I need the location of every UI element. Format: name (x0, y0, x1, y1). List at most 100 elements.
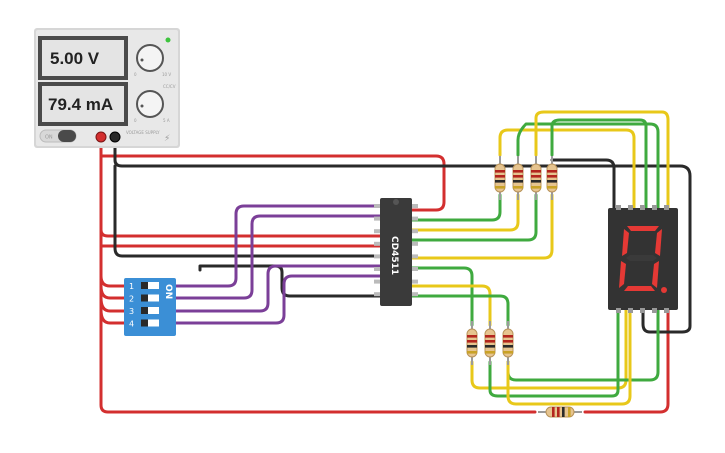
dip-number-1: 1 (129, 282, 134, 291)
wire-green-r7-display[interactable] (506, 306, 660, 382)
wire-green-ic-r3[interactable] (410, 193, 538, 242)
segment-e (619, 261, 626, 288)
display-pin-bottom[interactable] (616, 308, 621, 313)
wire-purple-2[interactable] (168, 214, 382, 300)
ic-pin-right[interactable] (411, 279, 418, 284)
wire-red-supply-to-ic[interactable] (99, 136, 446, 212)
wire-black-r4-display[interactable] (550, 158, 616, 212)
ic-body (380, 198, 412, 306)
ic-pin-left[interactable] (374, 241, 381, 246)
resistor-band (547, 175, 557, 178)
ic-pin-left[interactable] (374, 229, 381, 234)
ic-pins (374, 204, 418, 297)
wire-black-ic-pin8[interactable] (198, 264, 382, 298)
power-toggle-label: ON (45, 135, 53, 141)
positive-terminal[interactable] (95, 131, 107, 143)
resistor-upper-1[interactable] (494, 156, 506, 200)
wire-yellow-r5-display[interactable] (470, 306, 628, 390)
current-knob[interactable] (136, 90, 164, 118)
resistor-lower-1[interactable] (466, 321, 478, 365)
wire-green-ic-r5[interactable] (410, 266, 474, 327)
segment-d (624, 286, 655, 291)
display-pin-top[interactable] (652, 205, 657, 210)
status-led-icon (165, 37, 171, 43)
wire-green-ic-r1[interactable] (410, 193, 502, 222)
current-display-screen (42, 86, 124, 122)
ic-pin-right[interactable] (411, 229, 418, 234)
ic-pin-left[interactable] (374, 216, 381, 221)
ic-pin-right[interactable] (411, 267, 418, 271)
wire-yellow-ic-r2[interactable] (410, 193, 520, 232)
wire-yellow-ic-r6[interactable] (410, 284, 492, 327)
ic-pin-right[interactable] (411, 204, 418, 208)
resistor-current-limit[interactable] (538, 406, 582, 418)
ic-pin-right[interactable] (411, 241, 418, 246)
segment-a (627, 226, 659, 231)
resistor-lower-2[interactable] (484, 321, 496, 365)
wire-red-ic-pin3[interactable] (99, 228, 382, 238)
wire-red-dip2[interactable] (99, 284, 127, 300)
ic-pin-left[interactable] (374, 279, 381, 284)
resistor-lower-3[interactable] (502, 321, 514, 365)
wire-green-ic-r7[interactable] (410, 294, 510, 327)
wires (99, 110, 692, 414)
resistor-band (467, 340, 477, 343)
wire-red-ground-return[interactable] (583, 213, 670, 414)
ic-pin-right[interactable] (411, 216, 418, 221)
resistor-upper-2[interactable] (512, 156, 524, 200)
resistor-band (547, 170, 557, 173)
current-scale-max: 5 A (163, 118, 170, 123)
wire-purple-3[interactable] (168, 264, 382, 313)
resistor-band (485, 335, 495, 338)
wire-red-dip3[interactable] (99, 296, 127, 313)
dip-toggle-knob-2 (141, 294, 148, 302)
wire-purple-1[interactable] (168, 204, 382, 288)
power-supply[interactable]: 5.00 V 79.4 mA 0 10 V CC/CV 0 5 A ON VOL… (34, 28, 180, 148)
wire-red-dip1[interactable] (99, 274, 127, 288)
ic-label: CD4511 (389, 236, 399, 275)
wire-black-supply-ground[interactable] (113, 136, 692, 334)
wire-yellow-r1-display[interactable] (498, 128, 636, 212)
resistor-band (568, 407, 571, 417)
dip-toggle-knob-4 (141, 319, 148, 327)
seven-segment-display[interactable] (608, 205, 678, 313)
display-pin-bottom[interactable] (664, 308, 669, 313)
dip-toggle-3[interactable] (141, 307, 159, 314)
display-pin-bottom[interactable] (652, 308, 657, 313)
ic-pin-left[interactable] (374, 292, 381, 297)
ic-pin-right[interactable] (411, 292, 418, 297)
wire-red-dip4[interactable] (99, 308, 127, 325)
dip-toggle-4[interactable] (141, 319, 159, 327)
wire-yellow-ic-r4[interactable] (410, 193, 554, 260)
display-pin-top[interactable] (640, 205, 645, 210)
voltage-knob[interactable] (136, 44, 164, 72)
wire-green-r6-display[interactable] (488, 306, 620, 398)
display-pin-top[interactable] (664, 205, 669, 210)
ic-pin-left[interactable] (374, 267, 381, 271)
resistor-upper-3[interactable] (530, 156, 542, 200)
wire-green-r4-display[interactable] (550, 118, 648, 212)
display-pin-bottom[interactable] (640, 308, 645, 313)
display-pin-bottom[interactable] (628, 308, 633, 313)
resistor-upper-4[interactable] (546, 156, 558, 200)
display-pin-top[interactable] (628, 205, 633, 210)
ic-cd4511[interactable]: CD4511 (374, 198, 418, 306)
wire-black-ic-pin5[interactable] (113, 164, 382, 258)
wire-green-r2-display[interactable] (516, 122, 660, 212)
ic-pin-left[interactable] (374, 254, 381, 259)
ic-pin-left[interactable] (374, 204, 381, 208)
dip-toggle-2[interactable] (141, 294, 159, 302)
wire-yellow-r7-display[interactable] (506, 306, 632, 406)
wire-purple-4[interactable] (168, 274, 382, 325)
dip-toggle-1[interactable] (141, 282, 159, 289)
negative-terminal[interactable] (109, 131, 121, 143)
ic-pin-right[interactable] (411, 254, 418, 259)
wire-red-main-rail[interactable] (99, 136, 537, 414)
resistor-band (552, 407, 555, 417)
dip-on-label: ON (163, 284, 173, 299)
display-pin-top[interactable] (616, 205, 621, 210)
resistor-band (467, 351, 477, 354)
wire-yellow-r3-display[interactable] (534, 110, 670, 212)
